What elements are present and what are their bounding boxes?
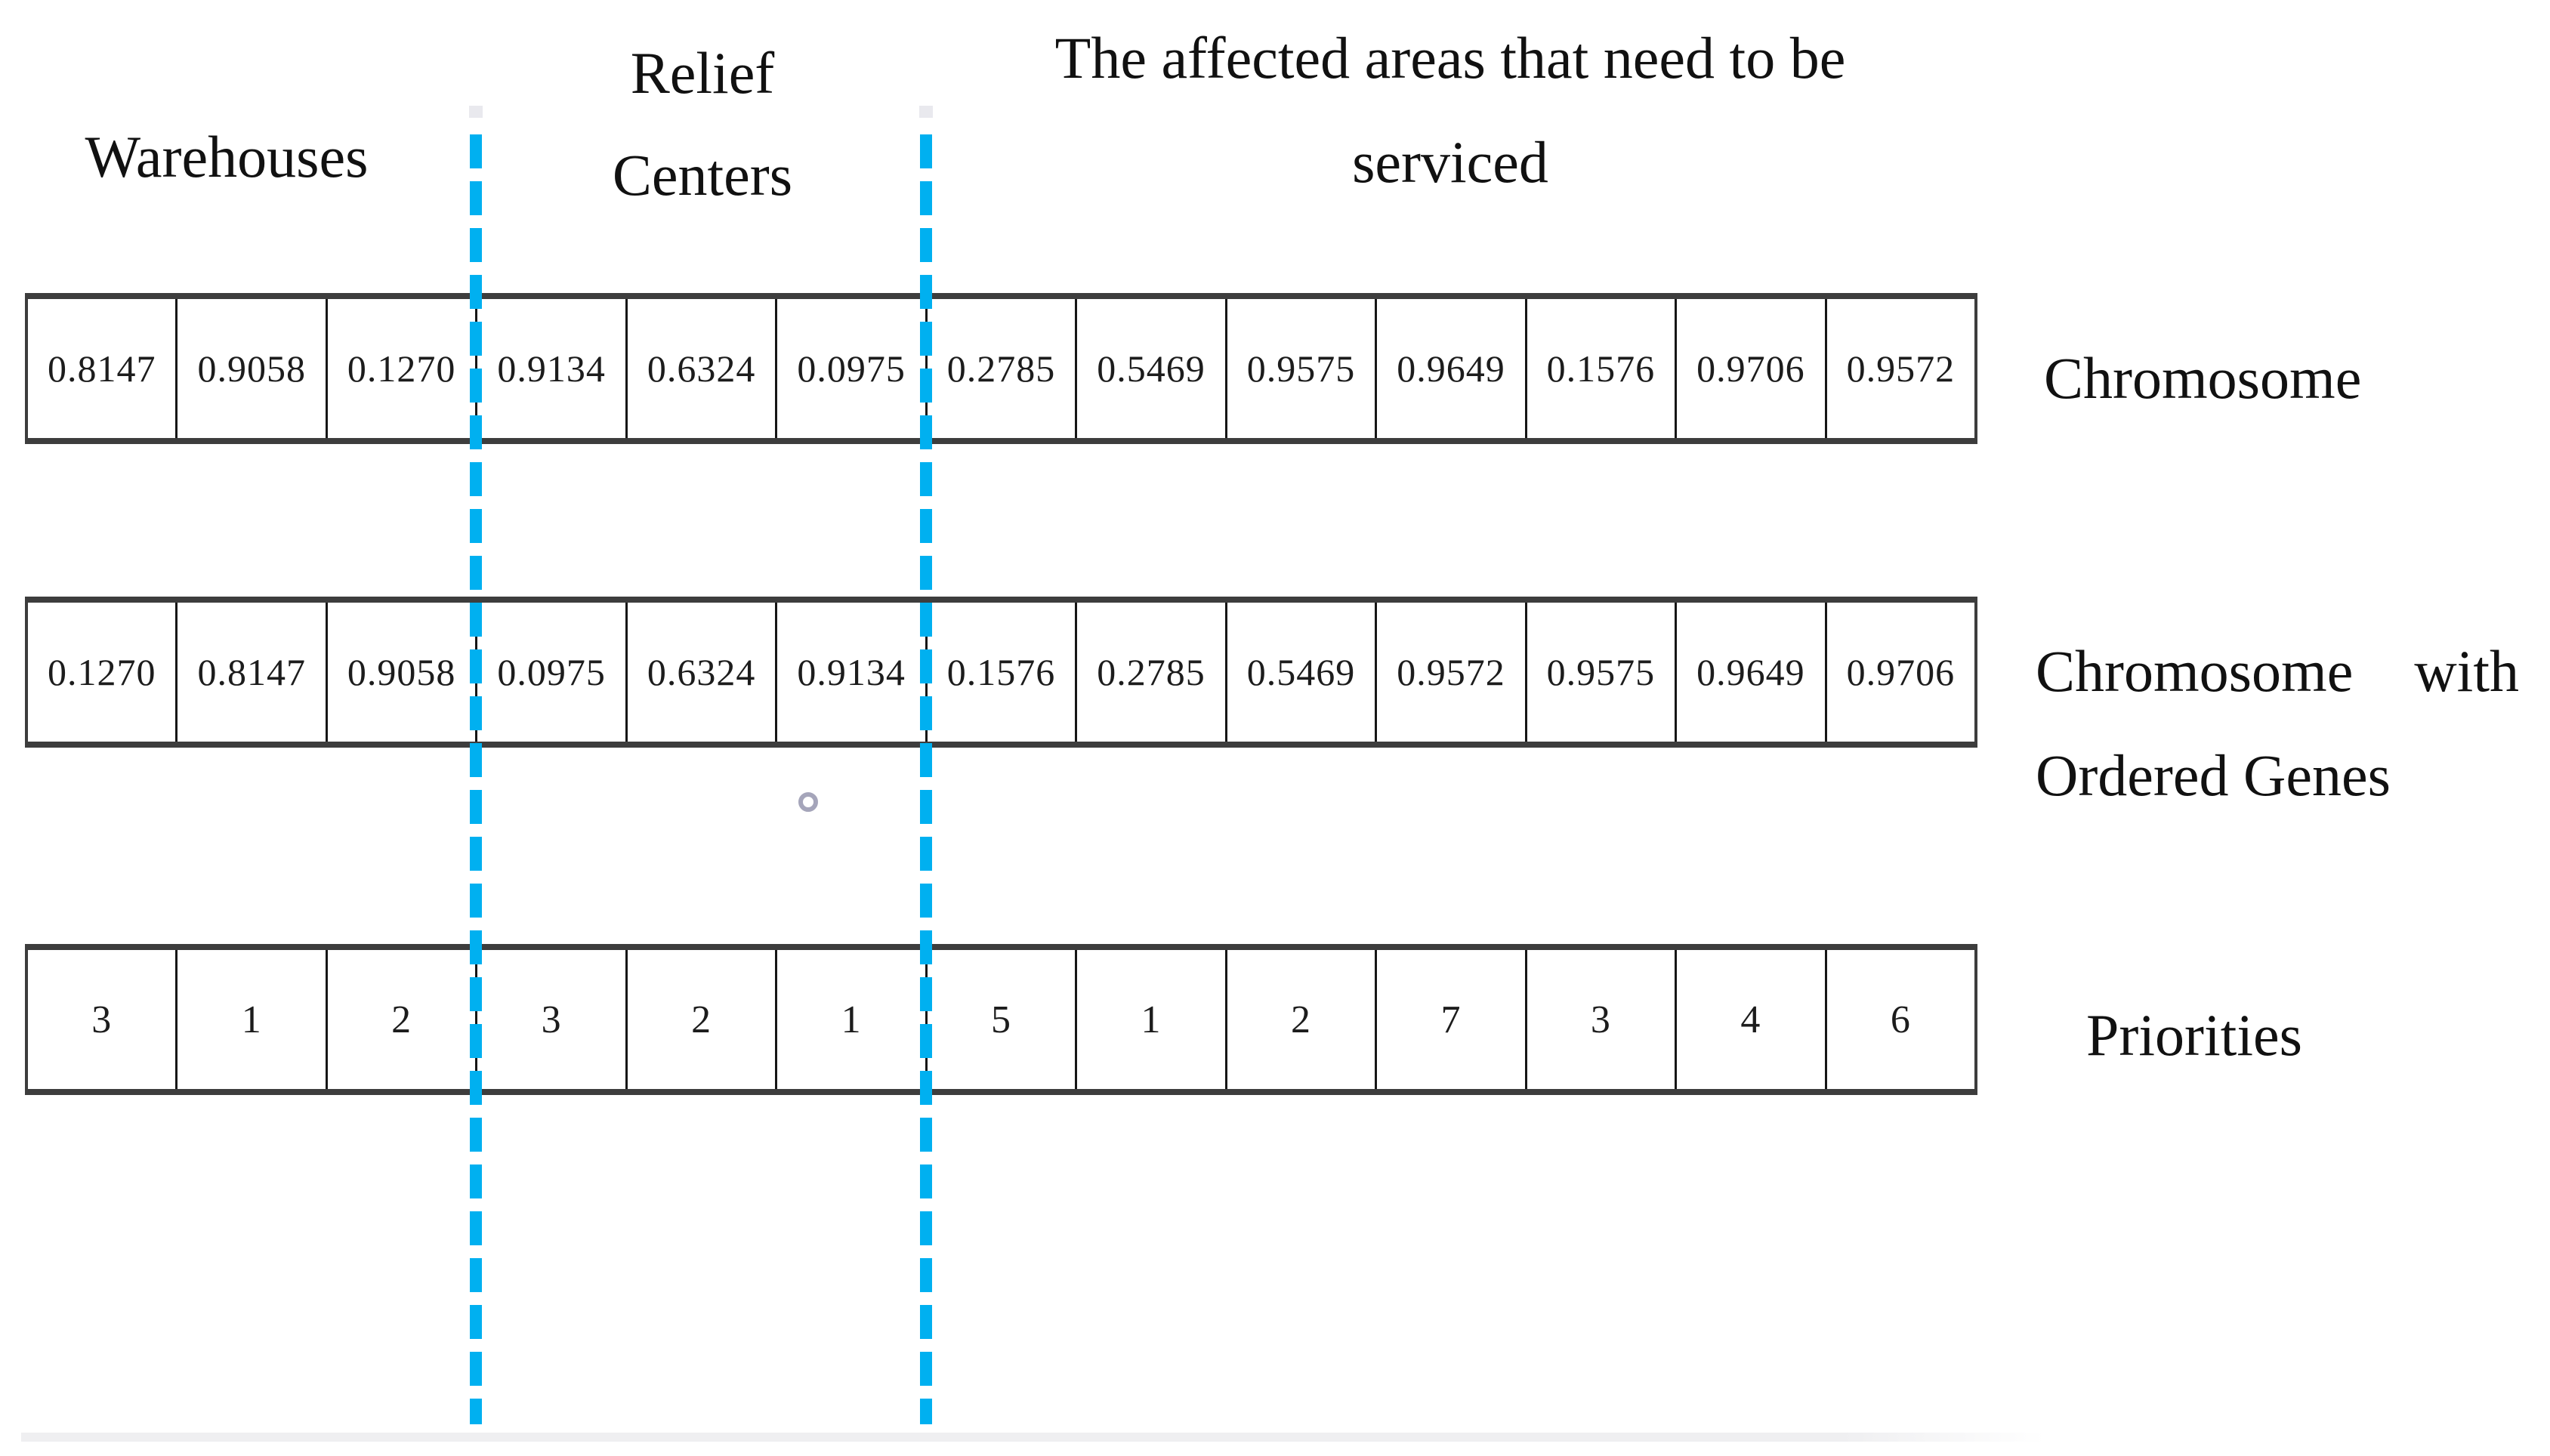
region-label-affected-areas-line1: The affected areas that need to be	[1054, 25, 1846, 91]
gene-cell: 0.9649	[1377, 299, 1527, 438]
gene-cell: 0.9134	[477, 299, 628, 438]
row-label-chromosome-ordered-line1: Chromosome with	[2036, 641, 2519, 702]
gene-cell: 0.8147	[28, 299, 178, 438]
gene-cell: 0.0975	[477, 603, 628, 742]
gene-cell: 3	[477, 950, 628, 1089]
gene-cell: 0.9134	[777, 603, 928, 742]
gene-cell: 0.9058	[328, 603, 478, 742]
dashed-divider-relief-affected	[920, 134, 932, 1424]
gene-cell: 4	[1677, 950, 1827, 1089]
row-label-chromosome: Chromosome	[2044, 345, 2362, 411]
gene-cell: 0.9572	[1846, 347, 1956, 390]
gene-cell: 0.6324	[628, 603, 778, 742]
gene-cell: 1	[178, 950, 328, 1089]
gene-cell: 0.1270	[28, 603, 178, 742]
gene-cell: 1	[777, 950, 928, 1089]
gene-cell: 0.1576	[1527, 299, 1678, 438]
region-label-relief-line2: Centers	[612, 142, 793, 208]
gene-cell: 1	[1077, 950, 1227, 1089]
gene-cell: 2	[1227, 950, 1378, 1089]
gene-cell: 0.8147	[178, 603, 328, 742]
gene-cell: 6	[1890, 998, 1911, 1041]
gene-cell: 0.9706	[1846, 651, 1956, 693]
row-label-chromosome-ordered-line2: Ordered Genes	[2036, 742, 2391, 808]
gene-cell: 0.1270	[328, 299, 478, 438]
gene-cell: 0.2785	[928, 299, 1078, 438]
gene-cell: 0.5469	[1227, 603, 1378, 742]
gene-cell: 0.6324	[628, 299, 778, 438]
row-label-priorities: Priorities	[2086, 1002, 2302, 1068]
gene-cell: 0.9575	[1227, 299, 1378, 438]
gene-cell: 3	[1527, 950, 1678, 1089]
row-label-chromosome-ordered-word2: with	[2414, 638, 2519, 704]
gene-cell: 2	[328, 950, 478, 1089]
gene-cell: 0.9706	[1677, 299, 1827, 438]
region-label-warehouses: Warehouses	[85, 124, 369, 190]
gene-cell: 0.5469	[1077, 299, 1227, 438]
gene-cell: 0.1576	[928, 603, 1078, 742]
region-label-relief-line1: Relief	[630, 40, 775, 106]
gene-cell: 7	[1377, 950, 1527, 1089]
gene-cell: 0.9058	[178, 299, 328, 438]
divider-top-artifact-left	[469, 106, 483, 118]
gene-cell: 2	[628, 950, 778, 1089]
gene-cell: 0.0975	[777, 299, 928, 438]
gene-cell: 0.2785	[1077, 603, 1227, 742]
row-label-chromosome-ordered-word1: Chromosome	[2036, 638, 2354, 704]
gene-cell: 0.9649	[1677, 603, 1827, 742]
small-circle-artifact	[798, 792, 818, 812]
gene-cell: 5	[928, 950, 1078, 1089]
gene-cell: 0.9572	[1377, 603, 1527, 742]
gene-cell: 3	[28, 950, 178, 1089]
bottom-gray-strip	[21, 1433, 2045, 1442]
gene-cell: 0.9575	[1527, 603, 1678, 742]
dashed-divider-warehouse-relief	[470, 134, 482, 1424]
divider-top-artifact-right	[919, 106, 933, 118]
region-label-affected-areas-line2: serviced	[1352, 129, 1548, 195]
